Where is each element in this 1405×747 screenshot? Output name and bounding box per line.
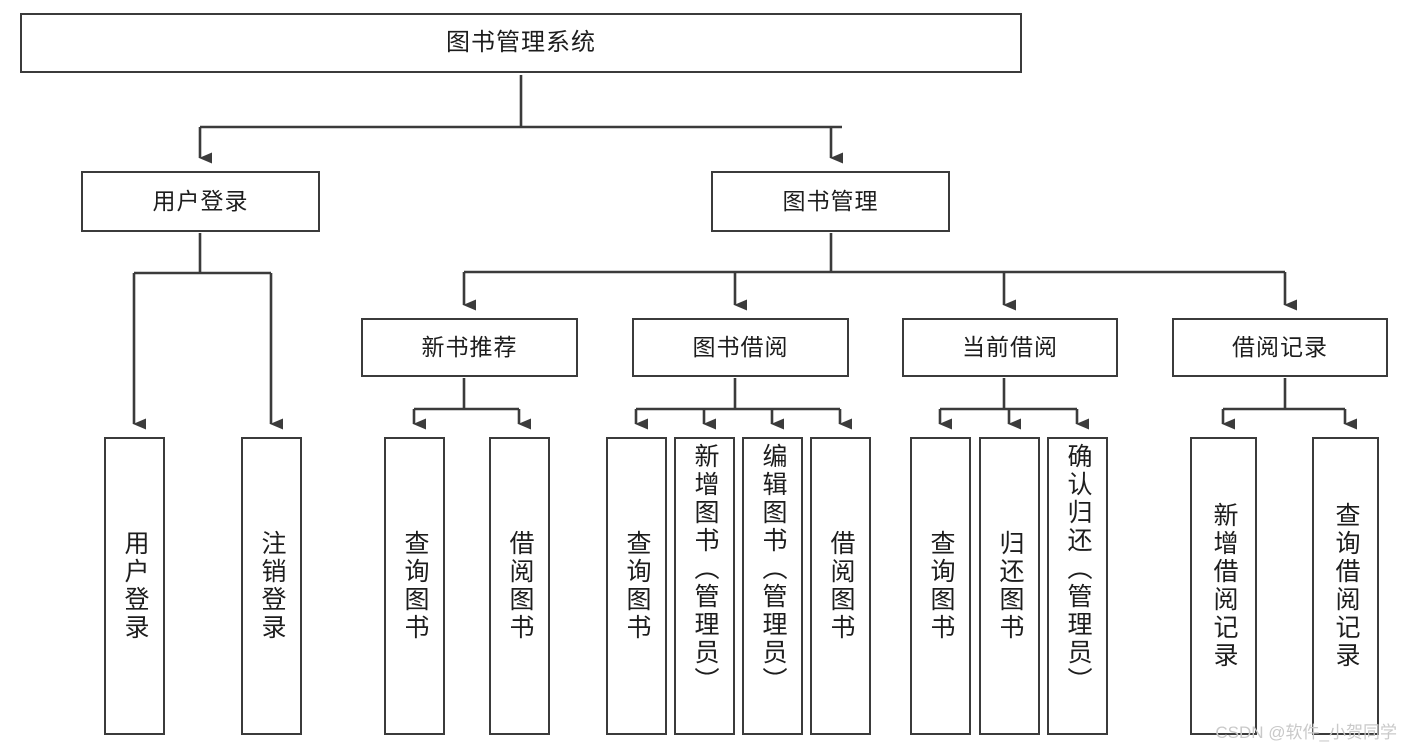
leaf-label: 归还图书 bbox=[996, 530, 1024, 642]
leaf-label: 查询图书 bbox=[623, 530, 651, 642]
node-new-book-recommend[interactable]: 新书推荐 bbox=[361, 318, 578, 377]
leaf-label: 确认归还（管理员） bbox=[1064, 443, 1092, 695]
leaf-user-login-logout[interactable]: 注销登录 bbox=[241, 437, 302, 735]
leaf-label: 查询借阅记录 bbox=[1332, 502, 1360, 670]
leaf-label: 借阅图书 bbox=[506, 530, 534, 642]
node-borrow-record[interactable]: 借阅记录 bbox=[1172, 318, 1388, 377]
leaf-user-login-login[interactable]: 用户登录 bbox=[104, 437, 165, 735]
leaf-borrow-record-add-record[interactable]: 新增借阅记录 bbox=[1190, 437, 1257, 735]
node-label: 图书借阅 bbox=[692, 334, 789, 361]
leaf-label: 注销登录 bbox=[258, 530, 286, 642]
node-label: 用户登录 bbox=[152, 188, 249, 215]
leaf-label: 查询图书 bbox=[927, 530, 955, 642]
node-book-borrow[interactable]: 图书借阅 bbox=[632, 318, 849, 377]
node-current-borrow[interactable]: 当前借阅 bbox=[902, 318, 1118, 377]
node-label: 图书管理 bbox=[782, 188, 879, 215]
node-label: 当前借阅 bbox=[962, 334, 1058, 361]
leaf-new-book-borrow-book[interactable]: 借阅图书 bbox=[489, 437, 550, 735]
node-label: 借阅记录 bbox=[1232, 334, 1328, 361]
node-user-login[interactable]: 用户登录 bbox=[81, 171, 320, 232]
node-label: 新书推荐 bbox=[421, 334, 518, 361]
node-book-management[interactable]: 图书管理 bbox=[711, 171, 950, 232]
leaf-label: 新增图书（管理员） bbox=[691, 443, 719, 695]
leaf-current-borrow-confirm-return-admin[interactable]: 确认归还（管理员） bbox=[1047, 437, 1108, 735]
leaf-label: 借阅图书 bbox=[827, 530, 855, 642]
leaf-new-book-query-book[interactable]: 查询图书 bbox=[384, 437, 445, 735]
leaf-book-borrow-borrow-book[interactable]: 借阅图书 bbox=[810, 437, 871, 735]
leaf-current-borrow-return-book[interactable]: 归还图书 bbox=[979, 437, 1040, 735]
node-root-system[interactable]: 图书管理系统 bbox=[20, 13, 1022, 73]
leaf-book-borrow-edit-book-admin[interactable]: 编辑图书（管理员） bbox=[742, 437, 803, 735]
leaf-label: 查询图书 bbox=[401, 530, 429, 642]
leaf-label: 新增借阅记录 bbox=[1210, 502, 1238, 670]
leaf-current-borrow-query-book[interactable]: 查询图书 bbox=[910, 437, 971, 735]
leaf-label: 编辑图书（管理员） bbox=[759, 443, 787, 695]
leaf-book-borrow-query-book[interactable]: 查询图书 bbox=[606, 437, 667, 735]
node-label: 图书管理系统 bbox=[446, 29, 596, 57]
leaf-label: 用户登录 bbox=[121, 530, 149, 642]
leaf-book-borrow-add-book-admin[interactable]: 新增图书（管理员） bbox=[674, 437, 735, 735]
leaf-borrow-record-query-record[interactable]: 查询借阅记录 bbox=[1312, 437, 1379, 735]
